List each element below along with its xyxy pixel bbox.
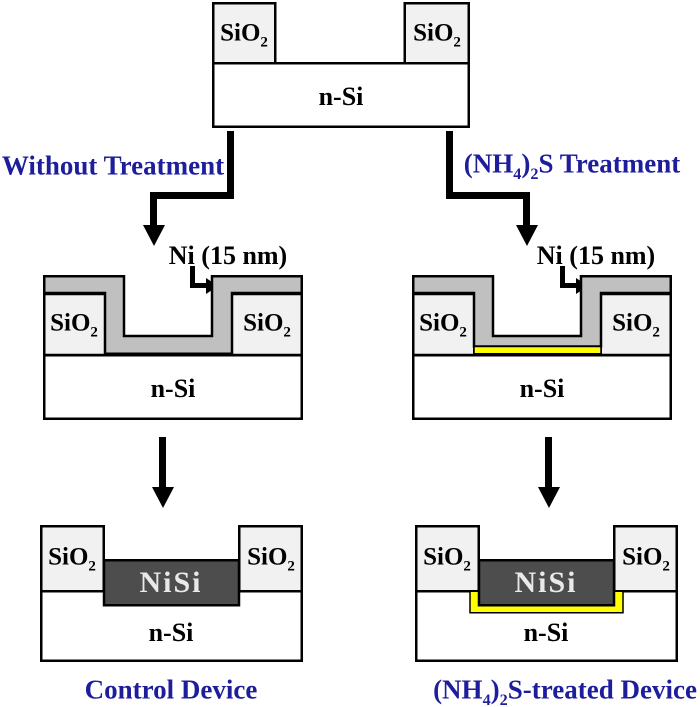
nickel-pointer-left-elbow xyxy=(190,283,207,288)
final-structure-right: SiO2 SiO2 NiSi n-Si xyxy=(415,525,678,662)
branch-right-elbow xyxy=(446,192,530,199)
substrate-region xyxy=(412,354,672,420)
oxide-label-right: SiO2 xyxy=(612,309,660,341)
oxide-label-left: SiO2 xyxy=(423,543,471,575)
silicide-region xyxy=(477,559,616,607)
process-arrow-left-shaft xyxy=(159,437,166,488)
substrate-region xyxy=(212,62,470,128)
substrate-label: n-Si xyxy=(150,374,196,403)
silicide-label: NiSi xyxy=(139,566,203,599)
nickel-pointer-left-stem xyxy=(190,266,195,287)
branch-right-stem xyxy=(446,131,453,196)
silicide-region xyxy=(102,559,241,607)
oxide-label-right: SiO2 xyxy=(622,543,670,575)
substrate-region xyxy=(43,354,303,420)
substrate-label: n-Si xyxy=(519,374,565,403)
device-label-left: Control Device xyxy=(84,674,258,705)
substrate-label: n-Si xyxy=(318,82,364,111)
silicide-label: NiSi xyxy=(514,566,578,599)
process-arrow-right-arrowhead-icon xyxy=(537,487,560,508)
branch-left-arrowhead-icon xyxy=(142,225,165,246)
oxide-block-left xyxy=(415,525,480,593)
branch-right-drop xyxy=(523,192,530,226)
nickel-pointer-right-stem xyxy=(560,266,565,287)
oxide-label-left: SiO2 xyxy=(419,309,467,341)
nickel-layer xyxy=(43,275,303,355)
process-arrow-right-shaft xyxy=(545,437,552,488)
oxide-label-right: SiO2 xyxy=(247,543,295,575)
oxide-block-left xyxy=(40,525,105,593)
substrate-label: n-Si xyxy=(523,618,569,647)
oxide-label-right: SiO2 xyxy=(413,19,461,51)
nickel-annotation-right: Ni (15 nm) xyxy=(536,241,656,270)
final-structure-left: SiO2 SiO2 NiSi n-Si xyxy=(40,525,303,662)
initial-structure: SiO2 SiO2 n-Si xyxy=(212,2,470,128)
nickel-pointer-right-elbow xyxy=(560,283,577,288)
branch-label-left: Without Treatment xyxy=(1,150,225,181)
final-left-shapes xyxy=(40,525,303,662)
middle-left-shapes xyxy=(43,275,303,420)
oxide-block-right xyxy=(238,525,303,593)
process-arrow-left-arrowhead-icon xyxy=(151,487,174,508)
oxide-block-right xyxy=(613,525,678,593)
substrate-label: n-Si xyxy=(148,618,194,647)
branch-right-arrowhead-icon xyxy=(515,225,538,246)
branch-left-elbow xyxy=(150,192,234,199)
device-label-right: (NH4)2S-treated Device xyxy=(433,674,697,707)
sulfur-interlayer xyxy=(473,345,602,355)
final-right-shapes xyxy=(415,525,678,662)
branch-label-right: (NH4)2S Treatment xyxy=(463,148,681,183)
initial-structure-shapes xyxy=(212,2,470,128)
middle-structure-right: SiO2 SiO2 n-Si xyxy=(412,275,672,420)
nickel-annotation-left: Ni (15 nm) xyxy=(168,241,288,270)
oxide-label-left: SiO2 xyxy=(50,309,98,341)
oxide-block-left xyxy=(212,2,277,65)
oxide-label-left: SiO2 xyxy=(48,543,96,575)
oxide-block-right xyxy=(403,2,470,65)
oxide-label-right: SiO2 xyxy=(243,309,291,341)
branch-left-drop xyxy=(150,192,157,226)
middle-structure-left: SiO2 SiO2 n-Si xyxy=(43,275,303,420)
branch-left-stem xyxy=(227,131,234,196)
oxide-block-left xyxy=(43,292,107,357)
nickel-layer xyxy=(412,275,672,348)
middle-right-shapes xyxy=(412,275,672,420)
oxide-label-left: SiO2 xyxy=(220,19,268,51)
